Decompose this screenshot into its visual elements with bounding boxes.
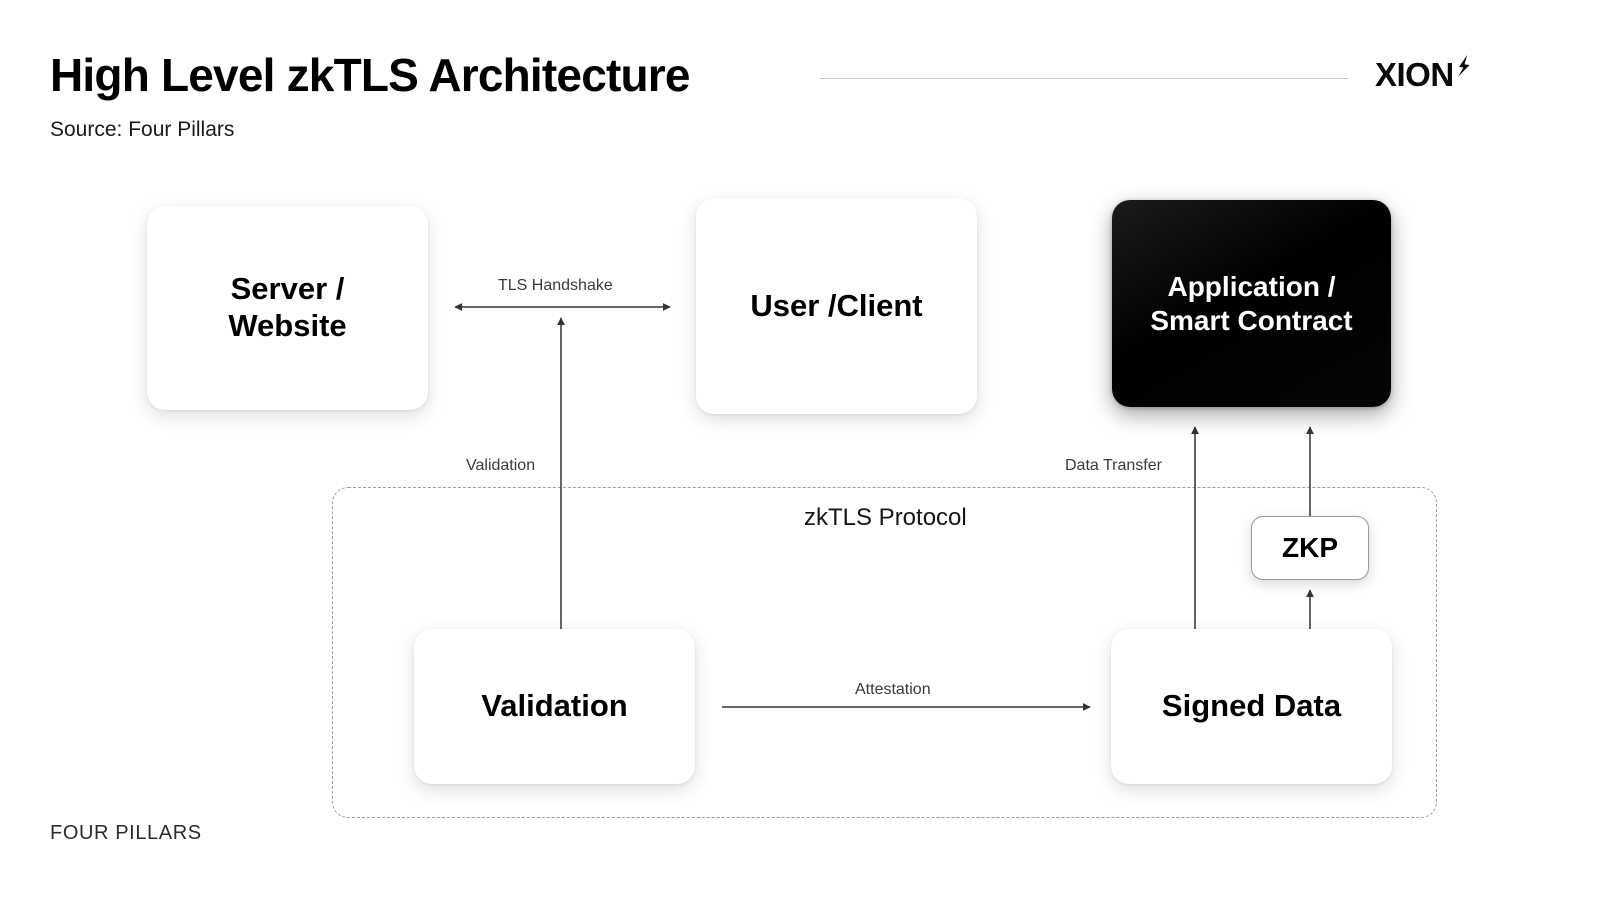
node-application-smart-contract[interactable]: Application / Smart Contract [1112, 200, 1391, 407]
node-label: Validation [481, 688, 628, 724]
flame-icon [1456, 55, 1472, 90]
zktls-protocol-label: zkTLS Protocol [804, 504, 967, 531]
zktls-protocol-container [332, 487, 1437, 818]
node-label: ZKP [1282, 532, 1338, 564]
node-label-line2: Smart Contract [1150, 304, 1353, 336]
brand-logo: XION [1375, 55, 1472, 93]
edge-label-validation: Validation [466, 457, 536, 474]
footer-brand: FOUR PILLARS [50, 822, 202, 844]
node-label: Application / Smart Contract [1150, 270, 1352, 336]
node-server-website[interactable]: Server / Website [147, 206, 428, 410]
node-label-line2: Website [228, 308, 347, 343]
header-divider [820, 78, 1348, 79]
brand-wordmark: XION [1375, 56, 1454, 93]
node-signed-data[interactable]: Signed Data [1111, 629, 1392, 784]
node-zkp[interactable]: ZKP [1251, 516, 1369, 580]
source-caption: Source: Four Pillars [50, 118, 235, 141]
node-label-line1: Server / [230, 271, 345, 307]
node-label-line1: Application / [1167, 271, 1336, 303]
node-label: Server / Website [228, 271, 346, 344]
page-title: High Level zkTLS Architecture [50, 49, 691, 101]
edge-label-data-transfer: Data Transfer [1065, 457, 1162, 474]
node-user-client[interactable]: User /Client [696, 198, 977, 414]
edge-label-tls-handshake: TLS Handshake [498, 277, 613, 294]
edge-label-attestation: Attestation [855, 681, 931, 698]
node-label: Signed Data [1161, 688, 1342, 724]
node-validation[interactable]: Validation [414, 629, 695, 784]
node-label: User /Client [750, 287, 923, 323]
